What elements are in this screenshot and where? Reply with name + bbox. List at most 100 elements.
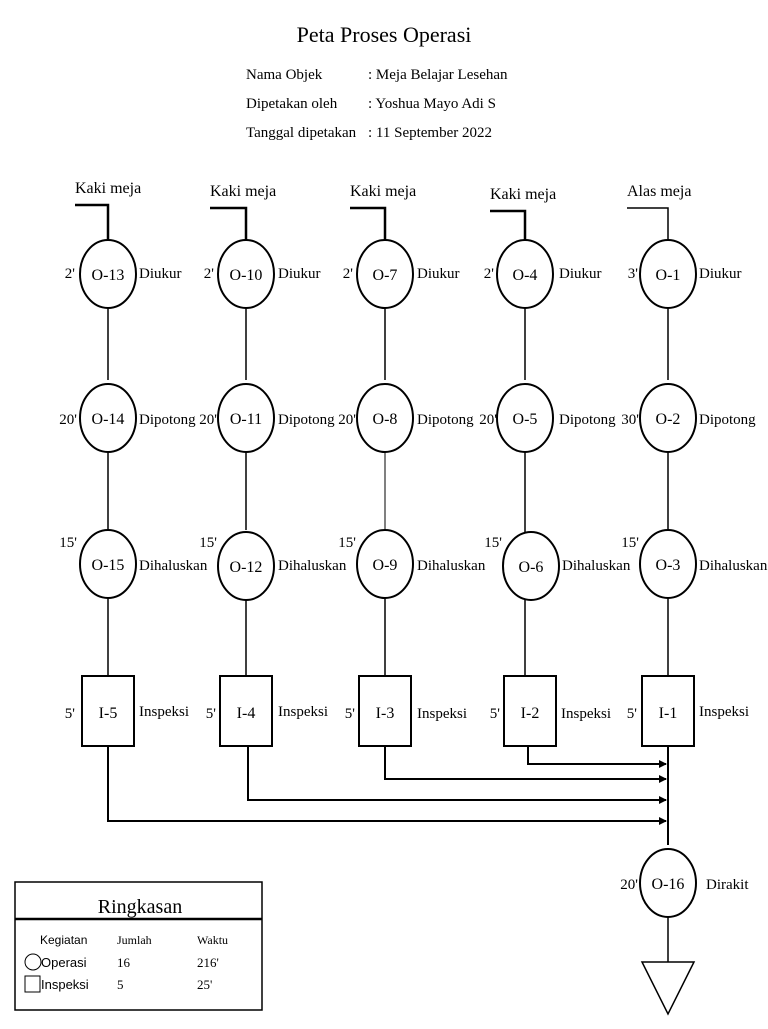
step-id: O-9 [373,557,398,574]
step-label: Dihaluskan [562,558,631,574]
step-label: Dihaluskan [278,558,347,574]
connector-i4 [247,746,667,804]
operation-symbol [217,239,275,309]
header-activity: Kegiatan [40,933,87,947]
step-time: 20' [59,412,77,428]
step-label: Inspeksi [699,704,749,720]
part-bracket [627,207,669,240]
inspection-square-icon [24,975,41,993]
operation-symbol [217,531,275,601]
step-time: 2' [65,266,76,282]
header-time: Waktu [197,933,228,947]
step-time: 30' [621,412,639,428]
step-time: 2' [484,266,495,282]
header-count: Jumlah [117,933,152,947]
summary-title: Ringkasan [98,896,182,918]
step-time: 3' [628,266,639,282]
step-id: O-7 [373,267,398,284]
step-label: Dipotong [278,412,335,428]
step-label: Dipotong [699,412,756,428]
operation-symbol [639,239,697,309]
step-time: 2' [343,266,354,282]
column-5: Alas meja O-1 3' Diukur O-2 30' Dipotong… [621,183,768,747]
step-time: 20' [620,877,638,893]
step-id: O-3 [656,557,681,574]
step-time: 15' [338,535,356,551]
step-label: Dipotong [139,412,196,428]
step-time: 15' [199,535,217,551]
info-value-mapper: : Yoshua Mayo Adi S [368,96,496,112]
step-id: O-13 [92,267,125,284]
column-1: Kaki meja O-13 2' Diukur O-14 20' Dipoto… [59,180,208,747]
step-time: 5' [627,706,638,722]
connector-i3 [384,746,667,783]
step-label: Diukur [417,266,460,282]
step-label: Inspeksi [139,704,189,720]
step-id: O-4 [513,267,538,284]
info-label-object: Nama Objek [246,67,323,83]
info-label-mapper: Dipetakan oleh [246,96,338,112]
operation-symbol [639,383,697,453]
step-id: O-6 [519,559,544,576]
step-id: O-16 [652,876,685,893]
row-time: 216' [197,955,219,970]
operation-symbol [639,848,697,918]
chart-title: Peta Proses Operasi [297,22,472,47]
operation-symbol [496,383,554,453]
step-label: Dipotong [559,412,616,428]
step-time: 5' [345,706,356,722]
row-time: 25' [197,977,212,992]
column-4: Kaki meja O-4 2' Diukur O-5 20' Dipotong… [479,186,631,747]
part-bracket [490,209,527,240]
info-label-date: Tanggal dipetakan [246,125,357,141]
step-time: 2' [204,266,215,282]
operation-symbol [79,529,137,599]
step-label: Dirakit [706,877,749,893]
operation-symbol [79,383,137,453]
step-id: I-3 [376,705,395,722]
operation-symbol [496,239,554,309]
part-bracket [350,206,387,240]
part-bracket [75,203,110,240]
step-time: 15' [59,535,77,551]
step-id: O-8 [373,411,398,428]
inspection-symbol [81,675,135,747]
step-label: Inspeksi [561,706,611,722]
step-id: O-14 [92,411,125,428]
column-2: Kaki meja O-10 2' Diukur O-11 20' Dipoto… [199,183,347,747]
step-label: Dihaluskan [417,558,486,574]
step-id: I-1 [659,705,678,722]
step-id: O-12 [230,559,263,576]
operation-symbol [79,239,137,309]
step-time: 5' [65,706,76,722]
summary-border [14,881,263,1011]
info-value-object: : Meja Belajar Lesehan [368,67,508,83]
row-count: 16 [117,955,131,970]
part-label: Kaki meja [210,183,276,200]
operation-symbol [356,383,414,453]
step-label: Diukur [278,266,321,282]
step-id: O-15 [92,557,125,574]
step-label: Diukur [139,266,182,282]
operation-circle-icon [24,953,42,971]
step-label: Inspeksi [417,706,467,722]
part-bracket [210,206,248,240]
row-activity: Operasi [41,955,87,970]
inspection-symbol [503,675,557,747]
step-label: Dihaluskan [699,558,768,574]
part-label: Alas meja [627,183,691,200]
step-id: O-5 [513,411,538,428]
step-label: Inspeksi [278,704,328,720]
part-label: Kaki meja [490,186,556,203]
step-id: O-10 [230,267,263,284]
inspection-symbol [641,675,695,747]
step-id: I-4 [237,705,256,722]
summary-table: Ringkasan Kegiatan Jumlah Waktu Operasi … [14,881,263,1011]
step-id: O-2 [656,411,681,428]
connector-i5 [107,746,667,825]
merge-connectors [107,746,669,845]
inspection-symbol [358,675,412,747]
column-3: Kaki meja O-7 2' Diukur O-8 20' Dipotong… [338,183,486,747]
operation-symbol [502,531,560,601]
